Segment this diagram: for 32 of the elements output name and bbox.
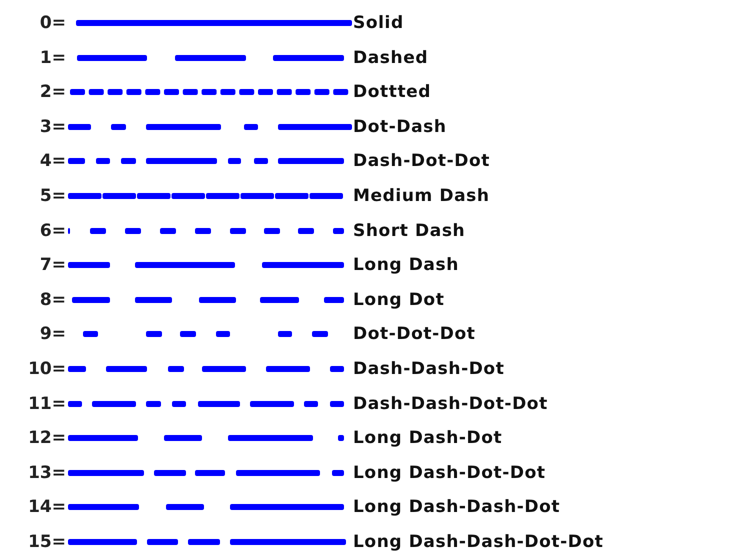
- line-style-name: Long Dash: [353, 255, 459, 276]
- line-style-name: Short Dash: [353, 220, 466, 241]
- line-style-name: Dashed: [353, 48, 428, 68]
- line-number: 14=: [27, 497, 66, 518]
- line-number: 15=: [27, 532, 66, 552]
- line-style-name: Long Dash-Dot-Dot: [353, 462, 546, 483]
- line-style-name: Dot-Dot-Dot: [353, 324, 476, 344]
- line-style-name: Dash-Dot-Dot: [353, 151, 490, 172]
- line-number: 1=: [38, 48, 66, 68]
- line-number: 13=: [27, 462, 66, 483]
- line-number: 2=: [38, 82, 66, 102]
- line-style-name: Long Dash-Dash-Dot-Dot: [353, 532, 604, 552]
- line-style-name: Long Dash-Dot: [353, 428, 502, 448]
- line-style-name: Dottted: [353, 82, 432, 102]
- line-number: 11=: [27, 394, 66, 414]
- line-number: 12=: [27, 428, 66, 448]
- line-number: 8=: [38, 290, 66, 310]
- line-style-name: Dash-Dash-Dot-Dot: [353, 394, 548, 414]
- line-number: 10=: [27, 359, 66, 379]
- line-style-name: Dash-Dash-Dot: [353, 359, 504, 379]
- line-number: 6=: [38, 220, 66, 241]
- line-style-name: Solid: [353, 13, 404, 33]
- line-number: 0=: [38, 13, 66, 33]
- line-number: 3=: [38, 116, 66, 137]
- line-style-name: Long Dot: [353, 290, 444, 310]
- line-number: 4=: [38, 151, 66, 172]
- line-number: 9=: [38, 324, 66, 344]
- line-number: 5=: [38, 186, 66, 206]
- line-style-name: Long Dash-Dash-Dot: [353, 497, 560, 518]
- line-style-name: Dot-Dash: [353, 116, 447, 137]
- line-style-name: Medium Dash: [353, 186, 490, 206]
- line-number: 7=: [38, 255, 66, 276]
